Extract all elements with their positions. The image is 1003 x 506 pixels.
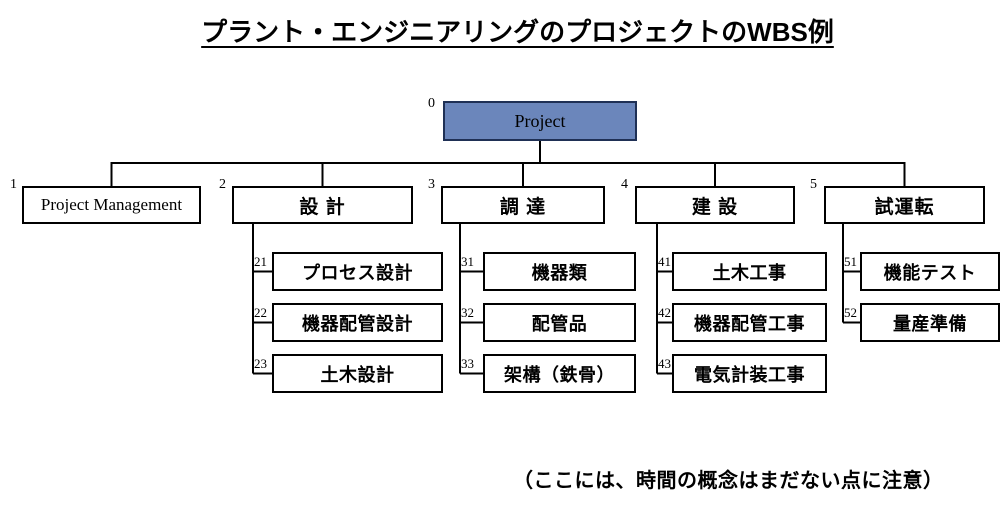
node-electrical-instrumentation-work-label: 電気計装工事: [694, 364, 805, 385]
node-design-label: 設 計: [299, 196, 346, 218]
node-number-21: 21: [254, 254, 267, 269]
node-procurement: 調 達: [441, 186, 605, 224]
node-function-test-label: 機能テスト: [883, 262, 977, 283]
node-number-23: 23: [254, 356, 267, 371]
node-number-41: 41: [658, 254, 671, 269]
node-test-run: 試運転: [824, 186, 985, 224]
node-construction: 建 設: [635, 186, 795, 224]
page-title: プラント・エンジニアリングのプロジェクトのWBS例: [201, 17, 834, 47]
node-number-43: 43: [658, 356, 671, 371]
node-steel-structure: 架構（鉄骨）: [483, 354, 636, 393]
node-equipment: 機器類: [483, 252, 636, 291]
node-piping-materials: 配管品: [483, 303, 636, 342]
node-project-label: Project: [514, 110, 566, 131]
node-piping-materials-label: 配管品: [531, 313, 588, 334]
node-number-42: 42: [658, 305, 671, 320]
node-construction-label: 建 設: [691, 196, 739, 218]
node-steel-structure-label: 架構（鉄骨）: [504, 364, 615, 385]
node-number-33: 33: [461, 356, 474, 371]
node-mass-production-preparation: 量産準備: [860, 303, 1000, 342]
node-number-31: 31: [461, 254, 474, 269]
node-function-test: 機能テスト: [860, 252, 1000, 291]
node-equipment-piping-work-label: 機器配管工事: [694, 313, 805, 334]
note-text: （ここには、時間の概念はまだない点に注意）: [513, 470, 944, 492]
node-civil-work: 土木工事: [672, 252, 827, 291]
node-civil-design: 土木設計: [272, 354, 443, 393]
node-number-32: 32: [461, 305, 474, 320]
node-test-run-label: 試運転: [874, 196, 935, 218]
node-procurement-label: 調 達: [499, 196, 547, 218]
node-process-design: プロセス設計: [272, 252, 443, 291]
node-number-5: 5: [810, 177, 817, 192]
node-equipment-piping-work: 機器配管工事: [672, 303, 827, 342]
node-process-design-label: プロセス設計: [302, 262, 413, 283]
node-number-1: 1: [10, 177, 17, 192]
node-design: 設 計: [232, 186, 413, 224]
node-equipment-piping-design: 機器配管設計: [272, 303, 443, 342]
node-equipment-label: 機器類: [531, 262, 588, 283]
node-project-management-label: Project Management: [40, 195, 183, 214]
node-number-2: 2: [219, 177, 226, 192]
node-project-management: Project Management: [22, 186, 201, 224]
node-electrical-instrumentation-work: 電気計装工事: [672, 354, 827, 393]
node-equipment-piping-design-label: 機器配管設計: [302, 313, 413, 334]
node-project: Project: [443, 101, 637, 141]
node-civil-work-label: 土木工事: [712, 262, 787, 283]
node-number-51: 51: [844, 254, 857, 269]
node-number-22: 22: [254, 305, 267, 320]
node-number-3: 3: [428, 177, 435, 192]
node-number-52: 52: [844, 305, 857, 320]
node-civil-design-label: 土木設計: [320, 364, 395, 385]
node-number-0: 0: [428, 96, 435, 111]
node-mass-production-preparation-label: 量産準備: [893, 313, 967, 334]
node-number-4: 4: [621, 177, 628, 192]
